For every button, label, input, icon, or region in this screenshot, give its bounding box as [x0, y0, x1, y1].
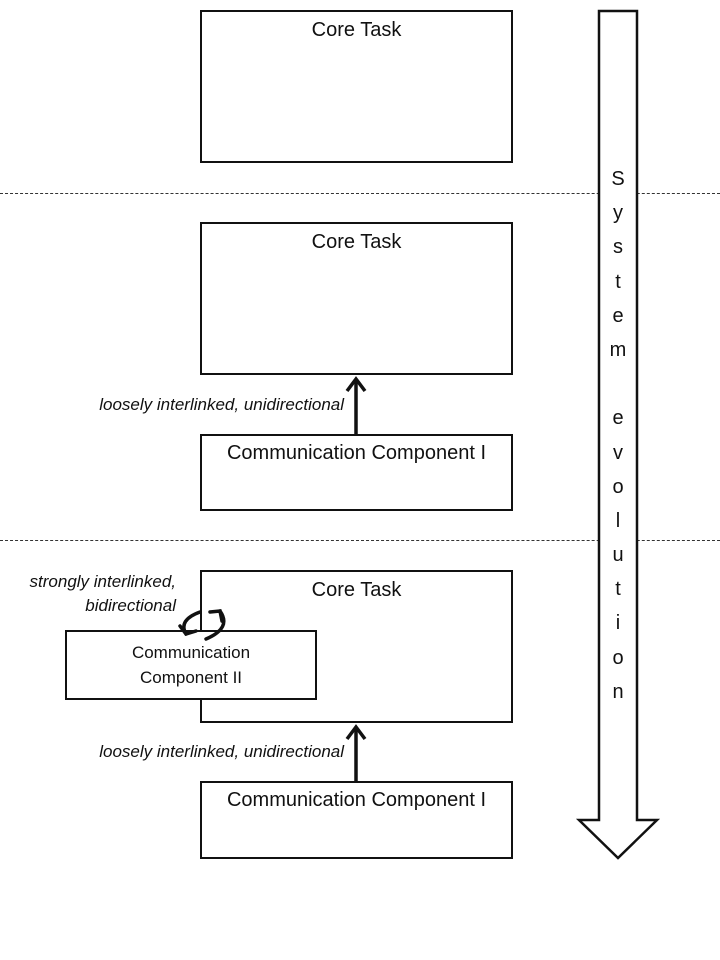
- system-evolution-letter: e: [612, 304, 624, 327]
- system-evolution-letter: n: [612, 680, 624, 703]
- system-evolution-arrow: [575, 9, 661, 860]
- stage-divider-2: [0, 540, 720, 541]
- core-task-box-stage-2: Core Task: [200, 222, 513, 375]
- system-evolution-letter: u: [612, 544, 624, 567]
- communication-component-one-label: Communication Component I: [226, 789, 486, 811]
- system-evolution-letter: i: [615, 612, 621, 635]
- communication-component-two-line-2: Component II: [139, 668, 243, 687]
- system-evolution-letter: l: [615, 509, 621, 532]
- core-task-label: Core Task: [311, 579, 402, 601]
- strong-link-label: strongly interlinked, bidirectional: [30, 570, 176, 618]
- unidirectional-arrow-stage-3: [345, 724, 367, 781]
- strong-link-line-2: bidirectional: [85, 596, 176, 615]
- stage-divider-1: [0, 193, 720, 194]
- communication-component-two-box: Communication Component II: [65, 630, 317, 700]
- unidirectional-arrow-stage-2: [345, 376, 367, 434]
- strong-link-line-1: strongly interlinked,: [29, 572, 176, 591]
- system-evolution-letter: v: [613, 441, 623, 464]
- system-evolution-letter: t: [615, 270, 621, 293]
- bidirectional-arrows: [178, 609, 226, 641]
- system-evolution-letter: y: [613, 202, 623, 225]
- core-task-label: Core Task: [311, 231, 402, 253]
- loose-link-label-stage-2: loosely interlinked, unidirectional: [99, 393, 344, 417]
- loose-link-text: loosely interlinked, unidirectional: [99, 742, 344, 761]
- system-evolution-letter: [600, 367, 636, 401]
- loose-link-text: loosely interlinked, unidirectional: [99, 395, 344, 414]
- core-task-box-stage-1: Core Task: [200, 10, 513, 163]
- system-evolution-letter: t: [615, 578, 621, 601]
- system-evolution-letter: m: [609, 338, 627, 361]
- core-task-label: Core Task: [311, 19, 402, 41]
- system-evolution-letter: o: [612, 475, 624, 498]
- loose-link-label-stage-3: loosely interlinked, unidirectional: [99, 740, 344, 764]
- system-evolution-letter: e: [612, 407, 624, 430]
- communication-component-one-box-stage-3: Communication Component I: [200, 781, 513, 859]
- communication-component-one-box-stage-2: Communication Component I: [200, 434, 513, 511]
- communication-component-two-line-1: Communication: [131, 643, 251, 662]
- communication-component-two-label: Communication Component II: [67, 640, 315, 690]
- communication-component-one-label: Communication Component I: [226, 442, 486, 464]
- system-evolution-letter: S: [611, 168, 625, 190]
- system-evolution-letter: s: [613, 236, 623, 259]
- system-evolution-letter: o: [612, 646, 624, 669]
